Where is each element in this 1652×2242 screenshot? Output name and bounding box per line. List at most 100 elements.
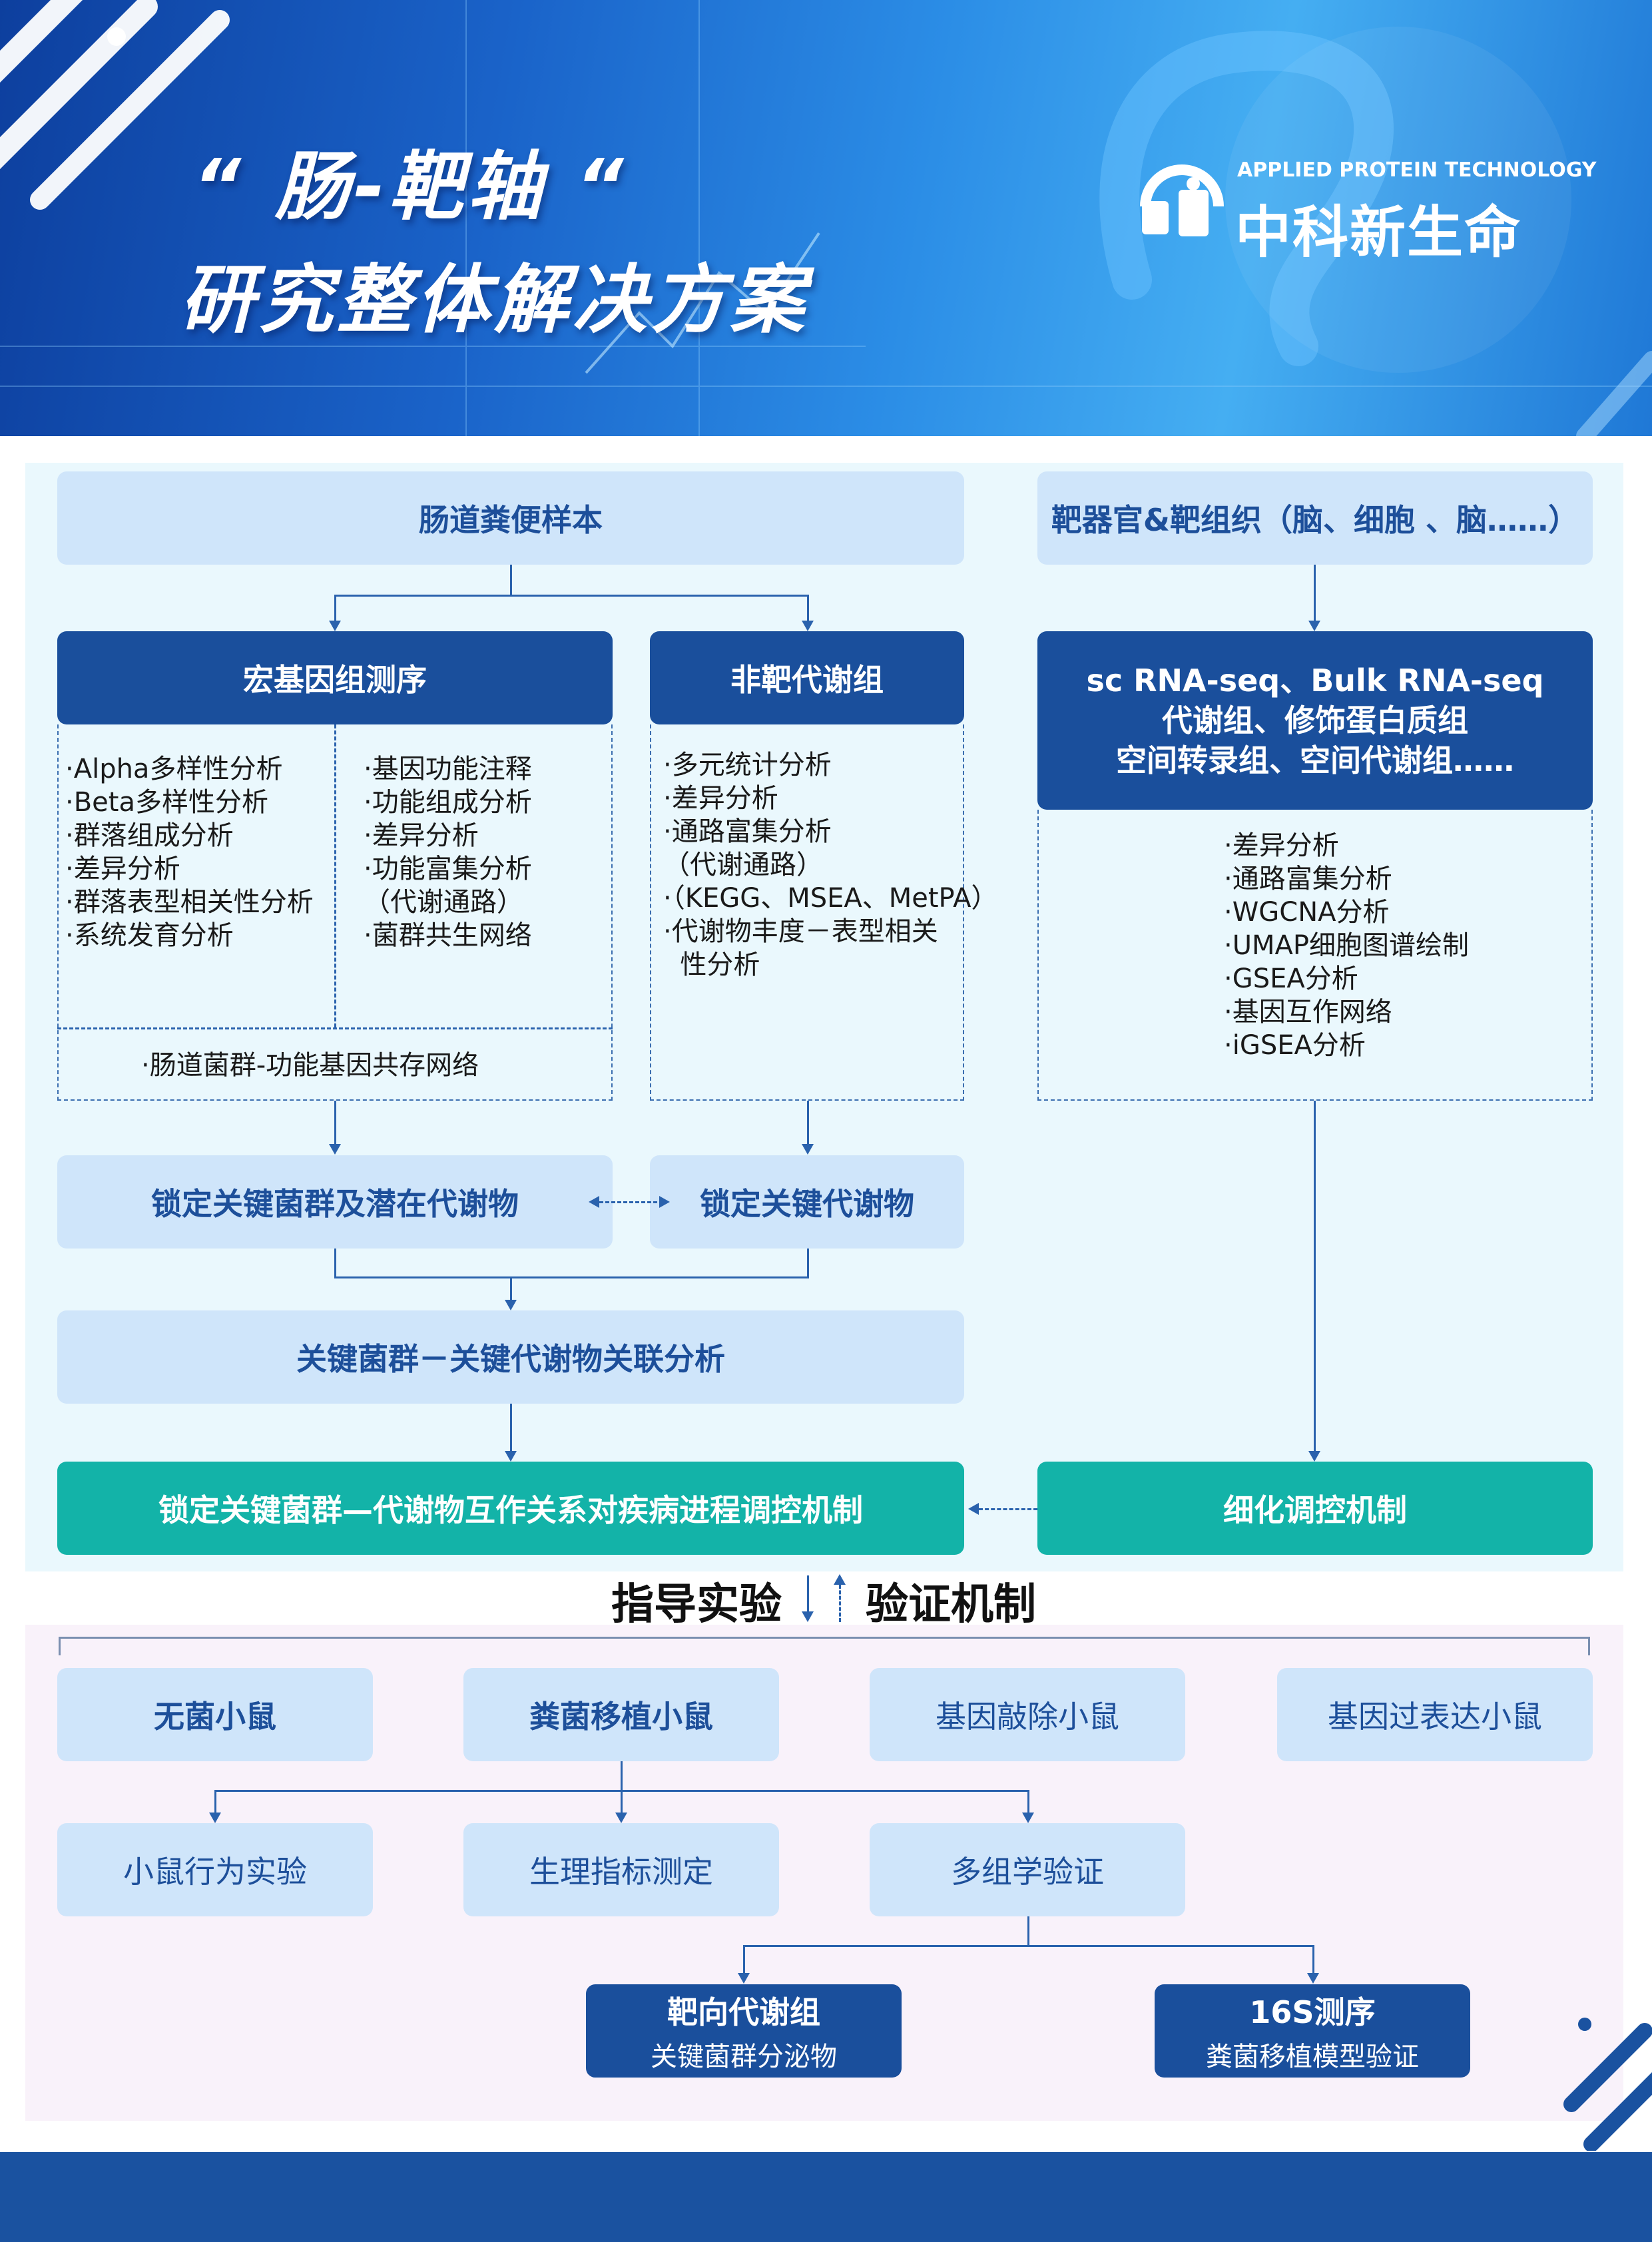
- list-item: ·UMAP细胞图谱绘制: [1224, 930, 1469, 961]
- verify-mechanism-label: 验证机制: [866, 1580, 1036, 1629]
- metagenome-box: 宏基因组测序: [57, 631, 613, 724]
- list-item: ·多元统计分析: [663, 750, 832, 780]
- metagenome-row-divider: [57, 1027, 613, 1029]
- lock-metabolite-box: 锁定关键代谢物: [650, 1155, 964, 1249]
- list-item: ·差异分析: [1224, 830, 1339, 861]
- list-item: ·GSEA分析: [1224, 964, 1358, 994]
- omics-line: 空间转录组、空间代谢组……: [1116, 742, 1514, 778]
- connector: [1314, 1101, 1316, 1452]
- list-item: ·代谢物丰度－表型相关: [663, 916, 938, 947]
- targeted-title: 靶向代谢组: [667, 1994, 820, 2030]
- multiomics-verify-box: 多组学验证: [870, 1823, 1185, 1916]
- lock-bacteria-box: 锁定关键菌群及潜在代谢物: [57, 1155, 613, 1249]
- gut-sample-box: 肠道粪便样本: [57, 471, 964, 565]
- metagenome-column-divider: [334, 724, 336, 1027]
- connector: [1312, 1945, 1314, 1974]
- seq-16s-box: 16S测序 粪菌移植模型验证: [1155, 1984, 1470, 2078]
- arrow-down-icon: [802, 1144, 814, 1155]
- omics-analysis-area: [1037, 810, 1593, 1101]
- bracket-end: [1588, 1637, 1590, 1655]
- omics-line: 代谢组、修饰蛋白质组: [1162, 702, 1468, 738]
- header-decoration: [0, 0, 1652, 436]
- behavior-test-box: 小鼠行为实验: [57, 1823, 373, 1916]
- list-item: ·功能富集分析: [364, 854, 532, 884]
- connector: [1027, 1790, 1029, 1814]
- logo-chinese: 中科新生命: [1235, 200, 1522, 265]
- connector: [807, 1101, 809, 1145]
- metabolome-list: ·多元统计分析 ·差异分析 ·通路富集分析 （代谢通路） ·（KEGG、MSEA…: [663, 748, 997, 981]
- arrow-down-icon: [1308, 1451, 1320, 1462]
- arrow-down-icon: [505, 1451, 517, 1462]
- arrow-down-icon: [1308, 621, 1320, 631]
- targeted-metabolome-box: 靶向代谢组 关键菌群分泌物: [586, 1984, 902, 2078]
- dashed-link: [599, 1201, 663, 1203]
- list-item: （代谢通路）: [364, 887, 523, 918]
- list-item: ·功能组成分析: [364, 787, 532, 818]
- company-logo-icon: [1140, 164, 1224, 236]
- connector: [743, 1945, 1314, 1947]
- connector: [807, 1249, 809, 1278]
- list-item: ·差异分析: [364, 820, 479, 851]
- bridge-down-line: [807, 1575, 809, 1613]
- connector: [807, 595, 809, 621]
- target-organ-box: 靶器官&靶组织（脑、细胞 、脑……）: [1037, 471, 1593, 565]
- omics-line: sc RNA-seq、Bulk RNA-seq: [1086, 663, 1544, 699]
- connector: [621, 1761, 623, 1791]
- guide-experiment-label: 指导实验: [611, 1580, 782, 1629]
- connector: [334, 595, 809, 597]
- list-item: ·Beta多样性分析: [65, 787, 268, 818]
- list-item: （代谢通路）: [663, 850, 823, 880]
- connector: [334, 1101, 336, 1145]
- arrow-down-icon: [802, 1611, 814, 1622]
- arrow-down-icon: [505, 1300, 517, 1310]
- fmt-mouse-box: 粪菌移植小鼠: [463, 1668, 779, 1761]
- metagenome-footer: ·肠道菌群-功能基因共存网络: [141, 1050, 479, 1081]
- connector: [214, 1790, 216, 1814]
- corner-stripes-decoration: [1563, 2018, 1652, 2151]
- omics-list: ·差异分析 ·通路富集分析 ·WGCNA分析 ·UMAP细胞图谱绘制 ·GSEA…: [1224, 829, 1469, 1062]
- connector: [510, 1276, 512, 1300]
- metagenome-list-2: ·基因功能注释 ·功能组成分析 ·差异分析 ·功能富集分析 （代谢通路） ·菌群…: [364, 752, 532, 952]
- title-line-2: 研究整体解决方案: [180, 257, 808, 344]
- connector: [334, 1249, 336, 1278]
- arrow-down-icon: [329, 1144, 341, 1155]
- mechanism-box: 锁定关键菌群—代谢物互作关系对疾病进程调控机制: [57, 1462, 964, 1555]
- title-line-1: “ 肠-靶轴 “: [193, 144, 628, 230]
- bridge-up-line: [839, 1585, 841, 1622]
- arrow-down-icon: [802, 621, 814, 631]
- arrow-down-icon: [615, 1813, 627, 1823]
- connector: [510, 565, 512, 595]
- metabolome-analysis-area: [650, 724, 964, 1101]
- connector: [1314, 565, 1316, 622]
- list-item: ·WGCNA分析: [1224, 897, 1390, 928]
- list-item: ·iGSEA分析: [1224, 1030, 1366, 1061]
- list-item: ·通路富集分析: [663, 816, 832, 847]
- targeted-subtitle: 关键菌群分泌物: [651, 2042, 837, 2072]
- arrow-up-icon: [834, 1574, 846, 1585]
- omics-box: sc RNA-seq、Bulk RNA-seq 代谢组、修饰蛋白质组 空间转录组…: [1037, 631, 1593, 810]
- list-item: ·差异分析: [65, 854, 180, 884]
- header-banner: “ 肠-靶轴 “ 研究整体解决方案 APPLIED PROTEIN TECHNO…: [0, 0, 1652, 436]
- connector: [334, 595, 336, 621]
- list-item: ·群落表型相关性分析: [65, 887, 314, 918]
- connector: [334, 1276, 809, 1278]
- connector: [510, 1404, 512, 1452]
- list-item: ·基因互作网络: [1224, 997, 1392, 1027]
- list-item: ·系统发育分析: [65, 920, 234, 951]
- arrow-left-icon: [589, 1196, 599, 1208]
- list-item: ·通路富集分析: [1224, 864, 1392, 894]
- list-item: ·Alpha多样性分析: [65, 754, 283, 784]
- arrow-down-icon: [1307, 1973, 1319, 1984]
- metagenome-analysis-area: [57, 724, 613, 1101]
- list-item: ·菌群共生网络: [364, 920, 532, 951]
- list-item: ·基因功能注释: [364, 754, 532, 784]
- metabolome-box: 非靶代谢组: [650, 631, 964, 724]
- arrow-right-icon: [659, 1196, 670, 1208]
- bracket-line: [59, 1637, 1590, 1639]
- connector: [1027, 1916, 1029, 1946]
- connector: [743, 1945, 745, 1974]
- dashed-link: [979, 1508, 1037, 1510]
- logo-english: APPLIED PROTEIN TECHNOLOGY: [1237, 158, 1597, 182]
- physiology-test-box: 生理指标测定: [463, 1823, 779, 1916]
- arrow-down-icon: [329, 621, 341, 631]
